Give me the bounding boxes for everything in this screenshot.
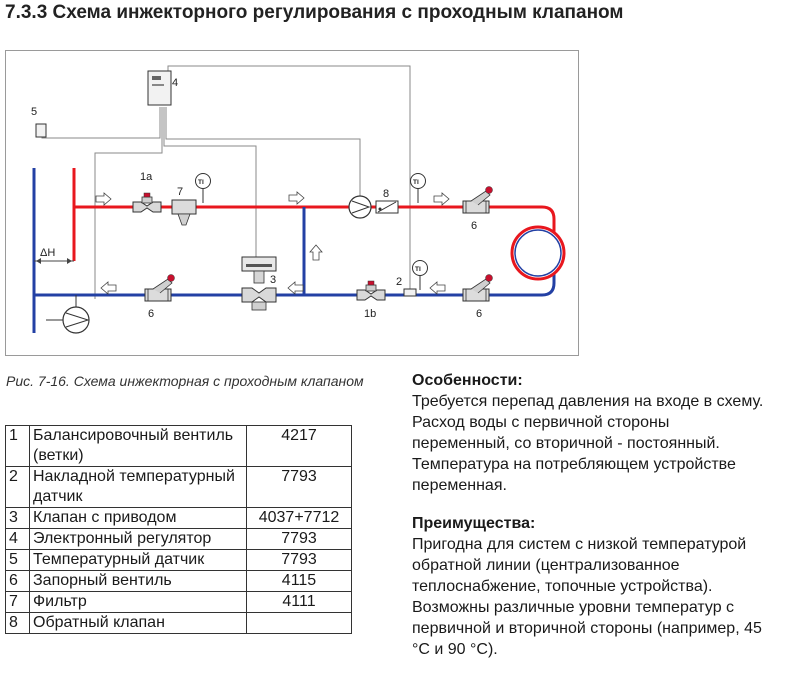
electronic-controller-icon [147, 70, 172, 106]
part-name: Электронный регулятор [29, 528, 247, 550]
flow-arrow-return-left [100, 281, 117, 295]
label-3: 3 [270, 274, 276, 286]
features-heading: Особенности: [412, 372, 523, 389]
label-1a: 1a [140, 171, 153, 183]
page-title: 7.3.3 Схема инжекторного регулирования с… [5, 2, 624, 23]
part-code: 4111 [246, 591, 352, 613]
label-delta-h: ΔH [40, 247, 55, 259]
figure-caption: Рис. 7-16. Схема инжекторная с проходным… [6, 373, 364, 389]
part-number: 6 [5, 570, 30, 592]
check-valve-icon [375, 200, 399, 214]
flow-arrow-supply-right [433, 192, 450, 206]
table-row: 4 Электронный регулятор 7793 [5, 528, 352, 550]
flow-arrow-return-mid [287, 281, 304, 295]
label-8: 8 [383, 188, 389, 200]
injection-scheme-diagram: ΔH 4 5 [5, 50, 579, 356]
part-name: Балансировочный вентиль (ветки) [29, 425, 247, 467]
part-number: 7 [5, 591, 30, 613]
consumer-ring-icon [510, 225, 566, 281]
label-5: 5 [31, 106, 37, 118]
shutoff-valve-icon [462, 274, 493, 302]
flow-arrow-supply-mid [288, 191, 305, 205]
balancing-valve-1b-icon [356, 280, 386, 301]
part-number: 2 [5, 466, 30, 508]
label-1b: 1b [364, 308, 376, 320]
shutoff-valve-icon [144, 274, 175, 302]
part-number: 3 [5, 507, 30, 529]
part-name: Клапан с приводом [29, 507, 247, 529]
table-row: 6 Запорный вентиль 4115 [5, 570, 352, 592]
signal-wiring [41, 65, 411, 299]
label-6-bottom-right: 6 [476, 308, 482, 320]
part-name: Температурный датчик [29, 549, 247, 571]
table-row: 8 Обратный клапан [5, 612, 352, 634]
ti-label: TI [198, 179, 204, 186]
thermometer-icon [195, 173, 211, 204]
flow-arrow-bypass-up [309, 244, 323, 261]
table-row: 7 Фильтр 4111 [5, 591, 352, 613]
part-code: 7793 [246, 528, 352, 550]
secondary-pump-icon [348, 195, 372, 219]
label-2: 2 [396, 276, 402, 288]
table-row: 5 Температурный датчик 7793 [5, 549, 352, 571]
part-number: 8 [5, 612, 30, 634]
part-code: 4217 [246, 425, 352, 467]
temperature-sensor-icon [35, 123, 47, 138]
parts-table: 1 Балансировочный вентиль (ветки) 4217 2… [5, 425, 352, 634]
part-name: Накладной температурный датчик [29, 466, 247, 508]
thermometer-icon [410, 173, 426, 204]
part-number: 1 [5, 425, 30, 467]
label-7: 7 [177, 186, 183, 198]
ti-label: TI [413, 179, 419, 186]
flow-arrow-supply-left [95, 192, 112, 206]
part-code: 4115 [246, 570, 352, 592]
table-row: 1 Балансировочный вентиль (ветки) 4217 [5, 425, 352, 467]
advantages-text: Пригодна для систем с низкой температуро… [412, 536, 762, 658]
part-number: 4 [5, 528, 30, 550]
advantages-heading: Преимущества: [412, 515, 536, 532]
delta-h-indicator: ΔH [34, 247, 74, 264]
primary-pump-icon [46, 295, 90, 334]
ti-label: TI [415, 266, 421, 273]
part-code: 4037+7712 [246, 507, 352, 529]
label-4: 4 [172, 77, 178, 89]
table-row: 2 Накладной температурный датчик 7793 [5, 466, 352, 508]
part-name: Запорный вентиль [29, 570, 247, 592]
label-6-top-right: 6 [471, 220, 477, 232]
balancing-valve-1a-icon [132, 192, 162, 213]
shutoff-valve-icon [462, 186, 493, 214]
part-code [246, 612, 352, 634]
thermometer-icon [412, 260, 428, 291]
part-name: Обратный клапан [29, 612, 247, 634]
part-code: 7793 [246, 549, 352, 571]
part-number: 5 [5, 549, 30, 571]
part-name: Фильтр [29, 591, 247, 613]
features-text: Требуется перепад давления на входе в сх… [412, 393, 764, 494]
table-row: 3 Клапан с приводом 4037+7712 [5, 507, 352, 529]
part-code: 7793 [246, 466, 352, 508]
flow-arrow-return-right [429, 281, 446, 295]
label-6-left: 6 [148, 308, 154, 320]
surface-sensor-icon [403, 288, 417, 297]
filter-icon [171, 199, 197, 226]
control-valve-actuator-icon [241, 256, 277, 311]
